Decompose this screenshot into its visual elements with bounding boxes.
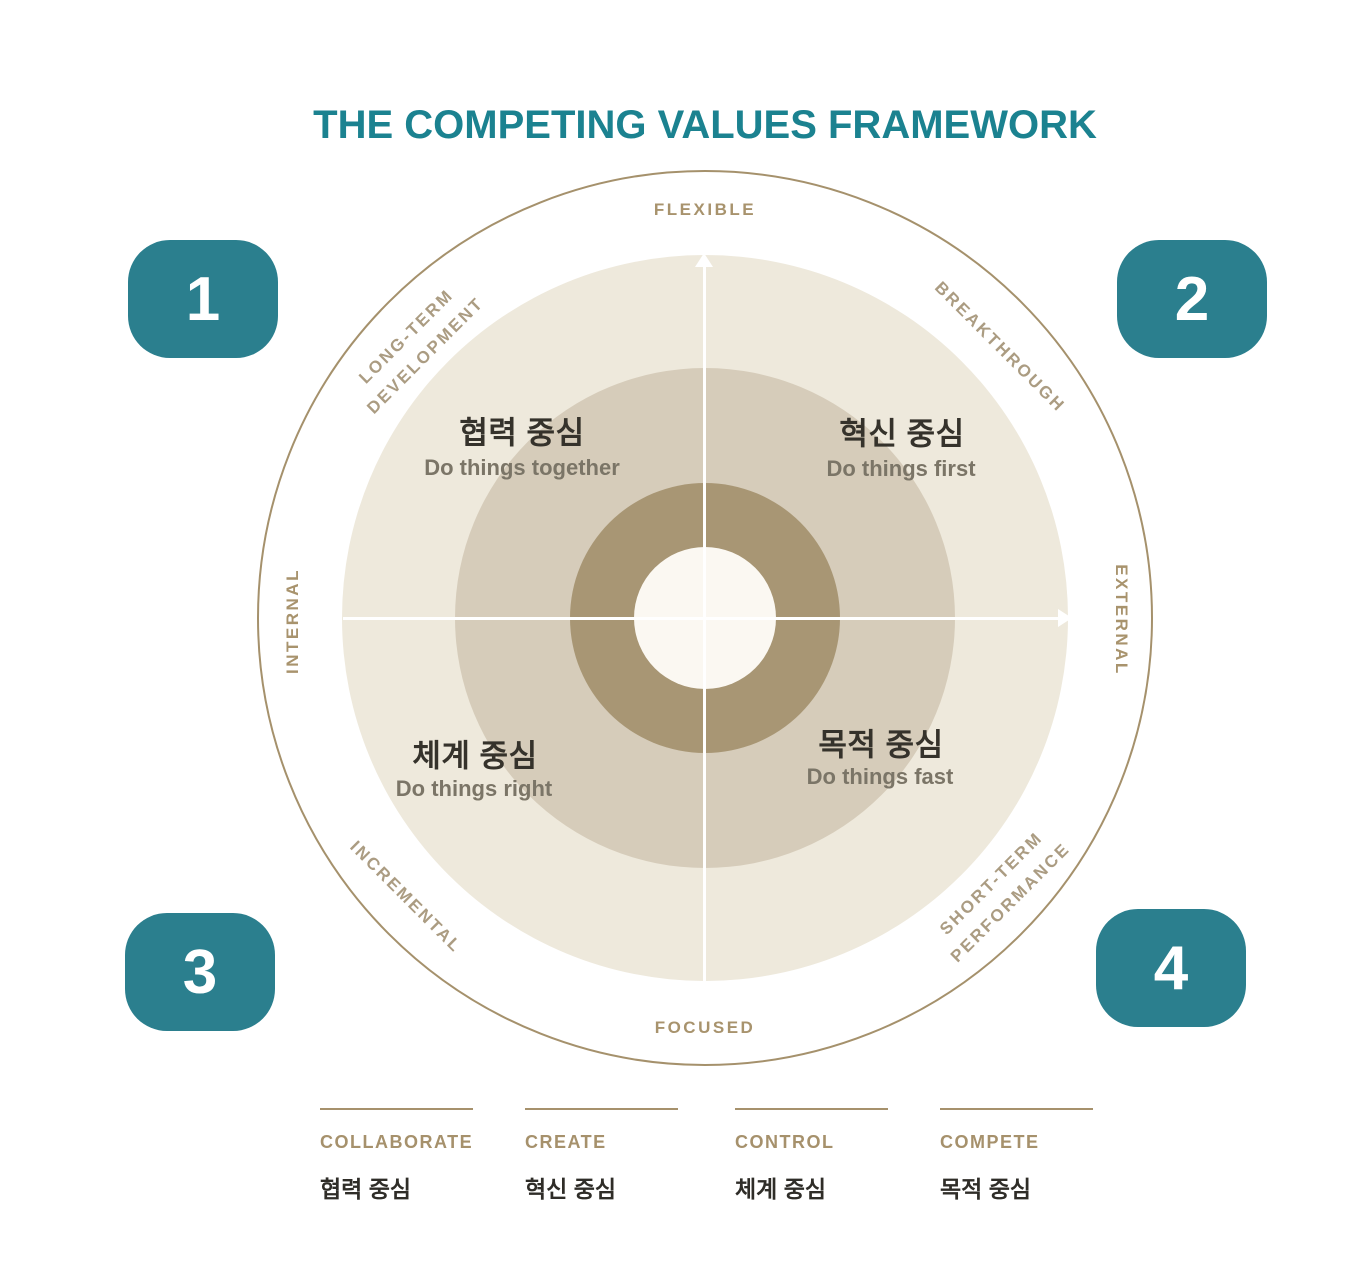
number-badge-3: 3: [125, 913, 275, 1031]
number-badge-1: 1: [128, 240, 278, 358]
legend-divider: [735, 1108, 888, 1110]
vertical-axis-line: [703, 262, 706, 985]
legend-divider: [525, 1108, 678, 1110]
number-badge-2: 2: [1117, 240, 1267, 358]
quadrant-create-korean: 혁신 중심: [839, 416, 965, 452]
axis-label-focused: FOCUSED: [654, 1018, 756, 1037]
legend-label: CONTROL: [735, 1132, 835, 1152]
legend-item-compete: COMPETE 목적 중심: [940, 1108, 1100, 1204]
legend-label: COLLABORATE: [320, 1132, 474, 1152]
quadrant-control-korean: 체계 중심: [412, 738, 538, 774]
quadrant-control-english: Do things right: [395, 776, 553, 801]
horizontal-axis-line: [343, 617, 1065, 620]
quadrant-compete-korean: 목적 중심: [818, 727, 944, 763]
outer-ring-circle: [257, 170, 1153, 1066]
legend-item-control: CONTROL 체계 중심: [735, 1108, 895, 1204]
axis-label-external: EXTERNAL: [1112, 564, 1131, 676]
quadrant-collaborate-english: Do things together: [424, 455, 620, 480]
legend-label: COMPETE: [940, 1132, 1040, 1152]
arrow-up-icon: [695, 253, 713, 267]
arrow-right-icon: [1058, 609, 1072, 627]
legend-korean: 협력 중심: [320, 1176, 412, 1202]
quadrant-compete-english: Do things fast: [806, 764, 954, 789]
legend-korean: 혁신 중심: [525, 1176, 617, 1202]
number-badge-4: 4: [1096, 909, 1246, 1027]
axis-label-internal: INTERNAL: [283, 568, 302, 674]
legend-item-create: CREATE 혁신 중심: [525, 1108, 685, 1204]
legend-divider: [940, 1108, 1093, 1110]
legend-korean: 목적 중심: [940, 1176, 1032, 1202]
quadrant-collaborate-korean: 협력 중심: [459, 415, 585, 451]
axis-label-flexible: FLEXIBLE: [653, 200, 757, 219]
legend-label: CREATE: [525, 1132, 607, 1152]
quadrant-create-english: Do things first: [826, 456, 976, 481]
legend-item-collaborate: COLLABORATE 협력 중심: [320, 1108, 480, 1204]
page-title: THE COMPETING VALUES FRAMEWORK: [313, 102, 1097, 147]
legend-divider: [320, 1108, 473, 1110]
legend-korean: 체계 중심: [735, 1176, 827, 1202]
